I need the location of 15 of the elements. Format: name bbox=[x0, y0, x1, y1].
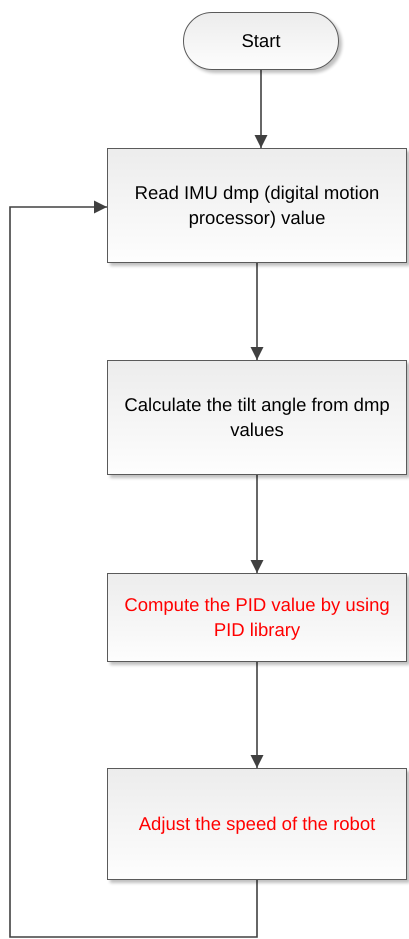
step-text: Compute the PID value by using PID library bbox=[123, 593, 391, 642]
arrow bbox=[9, 200, 258, 938]
process-box bbox=[107, 768, 407, 880]
step-text: Adjust the speed of the robot bbox=[138, 812, 376, 836]
arrow bbox=[254, 70, 268, 148]
arrow bbox=[250, 662, 264, 768]
step-text: Calculate the tilt angle from dmp values bbox=[123, 393, 391, 442]
step-text: Read IMU dmp (digital motion processor) value bbox=[134, 181, 380, 230]
step-text: Start bbox=[241, 28, 281, 53]
terminal-shape bbox=[183, 12, 339, 70]
process-box bbox=[107, 573, 407, 662]
arrow bbox=[250, 475, 264, 573]
process-box bbox=[107, 360, 407, 475]
process-box bbox=[107, 148, 407, 263]
arrow bbox=[250, 263, 264, 360]
